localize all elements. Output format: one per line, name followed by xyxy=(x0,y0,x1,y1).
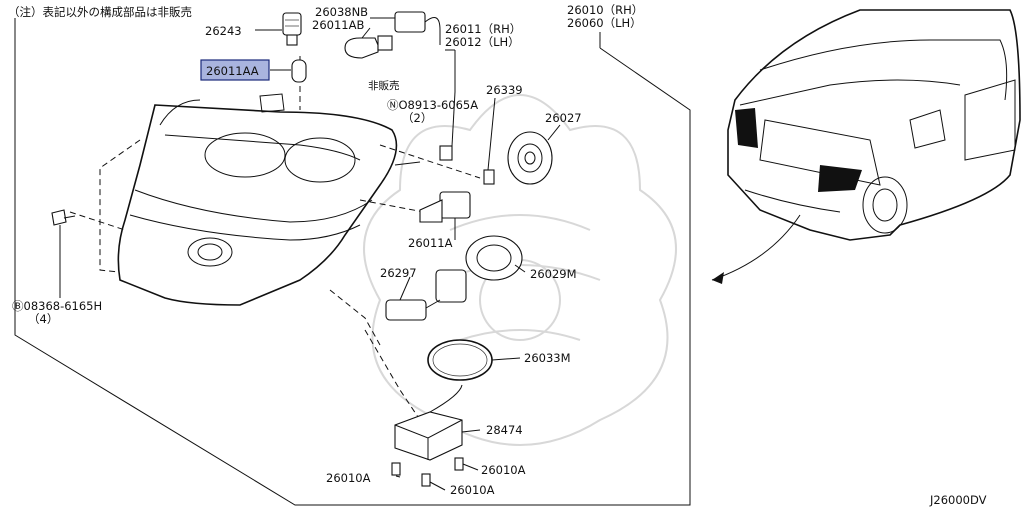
arrow-head xyxy=(712,272,724,284)
cap-26027 xyxy=(507,131,553,185)
highlighted-part-box xyxy=(200,59,270,81)
dash-guide-26339 xyxy=(379,144,481,179)
label-26011ab[interactable]: 26011AB xyxy=(312,18,364,32)
label-08368[interactable]: Ⓑ08368-6165H xyxy=(12,299,102,313)
clip-26339 xyxy=(439,145,495,185)
assembly-outline xyxy=(14,18,691,506)
bulb-26011ab xyxy=(344,35,393,59)
label-28474[interactable]: 28474 xyxy=(486,423,523,437)
dash-guide-28474 xyxy=(364,329,421,421)
label-26010-rh[interactable]: 26010（RH） xyxy=(567,3,643,17)
label-26243[interactable]: 26243 xyxy=(205,24,242,38)
dash-guide-26011a xyxy=(359,199,441,216)
label-26033m[interactable]: 26033M xyxy=(524,351,571,365)
label-26029m[interactable]: 26029M xyxy=(530,267,577,281)
label-26010a-left[interactable]: 26010A xyxy=(326,471,371,485)
label-26027[interactable]: 26027 xyxy=(545,111,582,125)
screw-08368 xyxy=(51,209,76,226)
cap-26029m xyxy=(465,235,523,281)
label-08913[interactable]: ⓃO8913-6065A xyxy=(387,98,478,112)
vehicle-illustration xyxy=(727,9,1021,241)
label-08913-qty: （2） xyxy=(402,111,432,125)
bulb-26011a xyxy=(419,191,471,223)
label-26011a[interactable]: 26011A xyxy=(408,236,453,250)
seal-ring-26033m xyxy=(427,339,493,381)
diagram-code: J26000DV xyxy=(929,493,987,507)
hidden-note: 非販売 xyxy=(368,79,400,92)
label-26297[interactable]: 26297 xyxy=(380,266,417,280)
label-08368-qty: （4） xyxy=(28,312,58,326)
pointer-arrow xyxy=(711,214,801,281)
label-26012-lh[interactable]: 26012（LH） xyxy=(445,35,520,49)
label-26339[interactable]: 26339 xyxy=(486,83,523,97)
label-26010a-bottom[interactable]: 26010A xyxy=(450,483,495,497)
dash-guide-ballast xyxy=(329,289,381,346)
headlamp-right-highlight xyxy=(818,165,862,192)
bulb-26297 xyxy=(385,269,467,321)
label-26011aa[interactable]: 26011AA xyxy=(206,64,259,78)
headlamp-left-highlight xyxy=(735,108,758,148)
ballast-28474 xyxy=(394,384,463,461)
dash-guide-left xyxy=(99,139,141,273)
note-text: （注）表記以外の構成部品は非販売 xyxy=(8,5,192,19)
headlamp-assembly xyxy=(117,93,421,306)
label-26011-rh[interactable]: 26011（RH） xyxy=(445,22,521,36)
label-26060-lh[interactable]: 26060（LH） xyxy=(567,16,642,30)
dash-guide-screw xyxy=(69,211,126,231)
label-26038nb[interactable]: 26038NB xyxy=(315,5,368,19)
label-26010a-right[interactable]: 26010A xyxy=(481,463,526,477)
leader-lines xyxy=(59,17,561,491)
screws-26010a xyxy=(391,457,464,487)
bulb-socket-26243 xyxy=(282,12,302,46)
harness-26038nb xyxy=(394,11,441,45)
bulb-26011aa xyxy=(291,59,307,83)
